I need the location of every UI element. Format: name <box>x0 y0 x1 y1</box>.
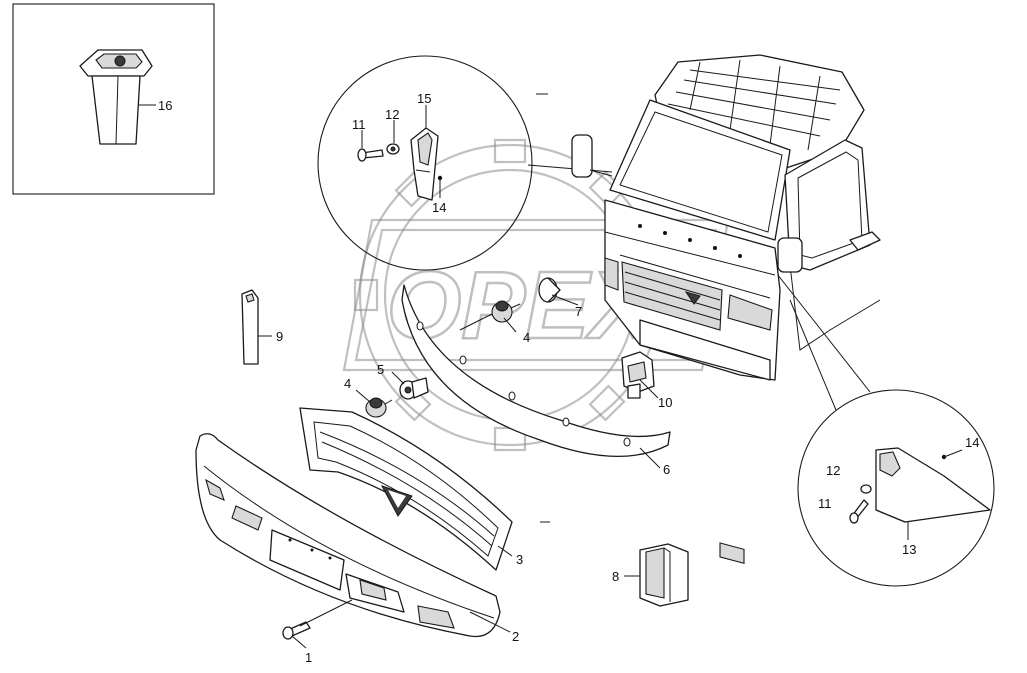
bracket-15-icon <box>410 127 439 201</box>
inset-box-part-16 <box>12 3 215 195</box>
callout-4-lower: 4 <box>344 376 351 391</box>
callout-7: 7 <box>575 304 582 319</box>
callout-11-upper: 11 <box>352 117 366 132</box>
grommet-5-icon <box>399 377 429 400</box>
screw-1-icon <box>282 621 311 640</box>
clip-16-icon <box>79 49 153 145</box>
mirror-right-icon <box>777 237 803 273</box>
trim-strip-9-icon <box>241 289 259 365</box>
bracket-10-icon <box>621 351 655 399</box>
callout-12-upper: 12 <box>385 107 399 122</box>
callout-12-lower: 12 <box>826 463 840 478</box>
screw-11-lower-icon <box>849 499 869 524</box>
callout-14-lower: 14 <box>965 435 979 450</box>
bumper-2-icon <box>195 433 501 638</box>
screw-11-upper-icon <box>357 148 384 162</box>
callout-15: 15 <box>417 91 431 106</box>
callout-13: 13 <box>902 542 916 557</box>
callout-8: 8 <box>612 569 619 584</box>
cap-7-icon <box>538 277 561 303</box>
callout-3: 3 <box>516 552 523 567</box>
callout-5: 5 <box>377 362 384 377</box>
callout-4-upper: 4 <box>523 330 530 345</box>
callout-16: 16 <box>158 98 172 113</box>
callout-10: 10 <box>658 395 672 410</box>
detail-circle-lower <box>769 264 995 587</box>
mirror-left-icon <box>571 134 593 178</box>
callout-6: 6 <box>663 462 670 477</box>
detail-circle-upper <box>317 55 613 271</box>
visor-panel-6-icon <box>401 284 671 457</box>
callout-1: 1 <box>305 650 312 665</box>
grille-3-icon <box>299 407 513 571</box>
callout-labels: 1 2 3 4 4 5 6 7 8 9 10 11 12 15 14 16 11… <box>158 91 979 665</box>
clip-4-upper-icon <box>491 300 521 323</box>
callout-9: 9 <box>276 329 283 344</box>
callout-11-lower: 11 <box>818 496 832 511</box>
bracket-13-icon <box>875 447 991 523</box>
truck-cab <box>571 54 881 565</box>
clip-4-lower-icon <box>365 397 393 418</box>
callout-2: 2 <box>512 629 519 644</box>
callout-14-upper: 14 <box>432 200 446 215</box>
cover-8-icon <box>639 543 689 607</box>
washer-12-lower-icon <box>860 484 872 494</box>
